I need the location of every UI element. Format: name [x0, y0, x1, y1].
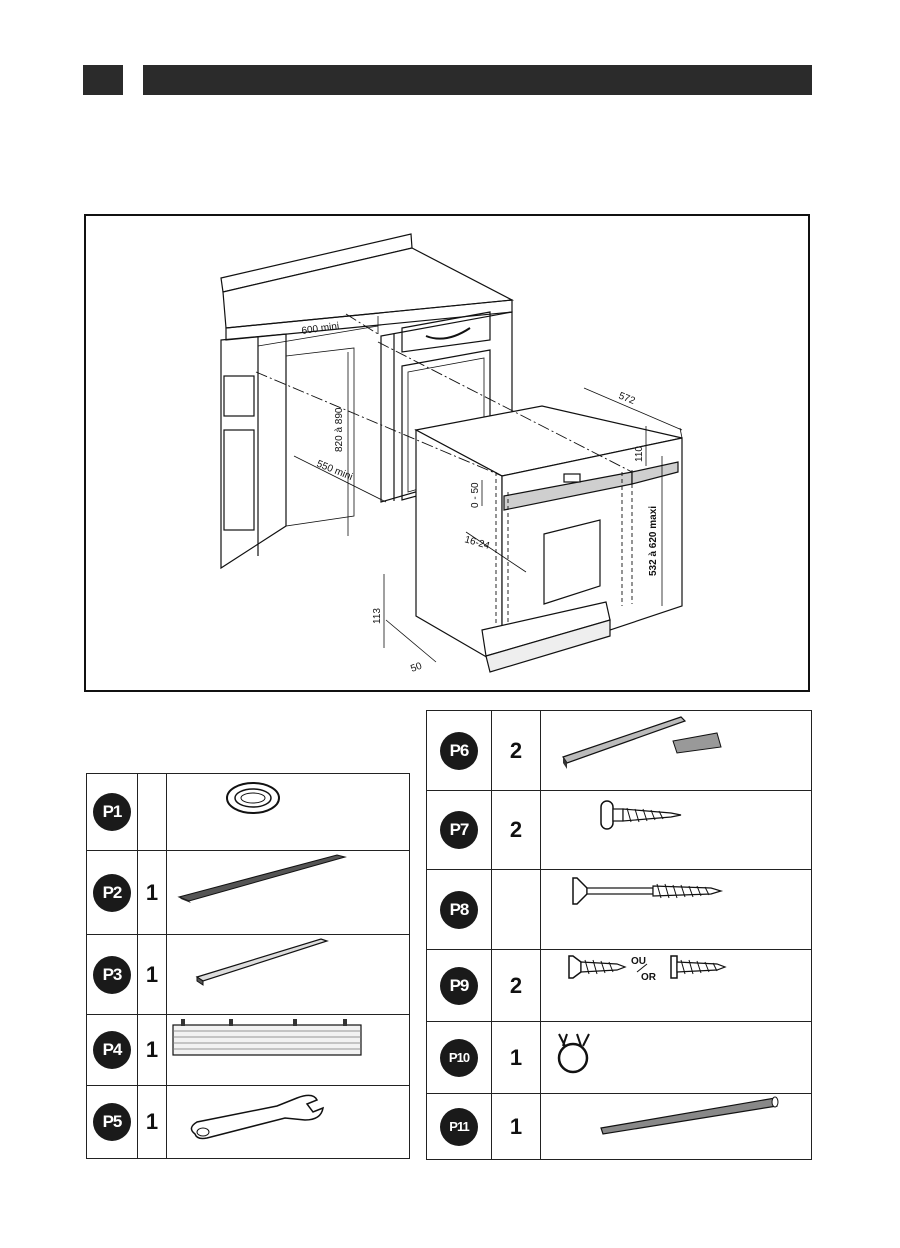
grommet-icon	[167, 774, 407, 851]
part-badge: P4	[93, 1031, 131, 1069]
part-badge: P5	[93, 1103, 131, 1141]
seal-strip-icon	[541, 1094, 809, 1160]
part-row: P5 1	[87, 1086, 410, 1159]
long-screw-icon	[541, 870, 809, 950]
round-head-screw-icon	[541, 791, 809, 870]
part-qty: 1	[492, 1022, 541, 1094]
part-qty: 1	[138, 1086, 167, 1159]
dim-plinth-height: 113	[372, 608, 383, 624]
part-qty: 2	[492, 711, 541, 791]
parts-table-left: P1 P2 1 P3 1 P4 1	[86, 773, 410, 1159]
or-label: OR	[641, 972, 657, 983]
part-row: P2 1	[87, 851, 410, 935]
part-row: P3 1	[87, 935, 410, 1015]
dim-top-gap: 110	[634, 446, 645, 462]
part-row: P4 1	[87, 1015, 410, 1086]
part-badge: P3	[93, 956, 131, 994]
part-badge: P11	[440, 1108, 478, 1146]
part-qty: 2	[492, 950, 541, 1022]
part-qty: 1	[138, 1015, 167, 1086]
part-row: P8	[427, 870, 812, 950]
part-row: P6 2	[427, 711, 812, 791]
batten-strip-icon	[167, 935, 407, 1015]
dim-front-gap: 0 - 50	[470, 482, 481, 508]
part-badge: P1	[93, 793, 131, 831]
part-row: P10 1	[427, 1022, 812, 1094]
dim-height-max: 532 à 620 maxi	[648, 506, 659, 576]
installation-drawing: 600 mini 820 à 890 550 mini 572 110 0 - …	[86, 216, 808, 690]
dim-depth: 572	[617, 391, 637, 408]
installation-diagram: 600 mini 820 à 890 550 mini 572 110 0 - …	[84, 214, 810, 692]
part-qty: 1	[138, 851, 167, 935]
part-badge: P9	[440, 967, 478, 1005]
insulation-strip-icon	[167, 851, 407, 935]
parts-table-right: P6 2 P7 2 P8	[426, 710, 812, 1160]
section-title-bar	[143, 65, 812, 95]
dim-height-range: 820 à 890	[334, 407, 345, 452]
side-trim-icon	[541, 711, 809, 791]
part-qty	[138, 774, 167, 851]
screw-pair-icon: OU OR	[541, 950, 809, 1022]
part-qty: 2	[492, 791, 541, 870]
part-row: P11 1	[427, 1094, 812, 1160]
part-badge: P10	[440, 1039, 478, 1077]
part-row: P1	[87, 774, 410, 851]
hose-clamp-icon	[541, 1022, 809, 1094]
section-number-box	[83, 65, 123, 95]
dim-plinth-depth: 50	[409, 661, 424, 675]
part-badge: P2	[93, 874, 131, 912]
part-badge: P6	[440, 732, 478, 770]
part-qty: 1	[138, 935, 167, 1015]
dim-width-min: 600 mini	[301, 321, 340, 337]
part-qty: 1	[492, 1094, 541, 1160]
part-row: P7 2	[427, 791, 812, 870]
part-qty	[492, 870, 541, 950]
part-row: P9 2 OU OR	[427, 950, 812, 1022]
part-badge: P8	[440, 891, 478, 929]
plinth-bar-icon	[167, 1015, 407, 1086]
part-badge: P7	[440, 811, 478, 849]
wrench-icon	[167, 1086, 407, 1159]
ou-label: OU	[631, 956, 646, 967]
